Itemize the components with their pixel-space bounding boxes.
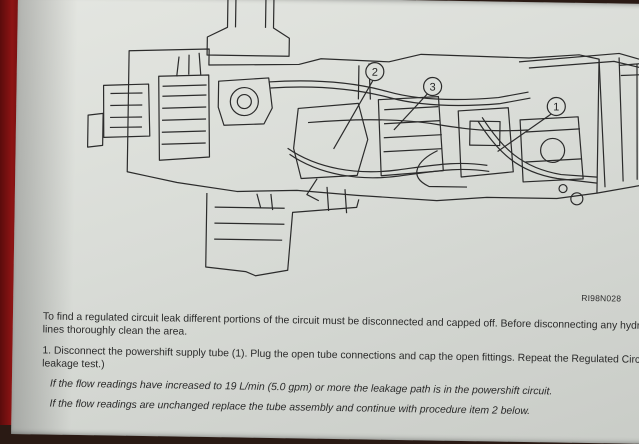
callout-label-2: 2 bbox=[372, 67, 378, 79]
note-2: If the flow readings are unchanged repla… bbox=[49, 398, 531, 418]
intro-paragraph: To find a regulated circuit leak differe… bbox=[42, 311, 639, 338]
note-1: If the flow readings have increased to 1… bbox=[49, 378, 553, 398]
manual-page: 2 3 1 RI98N028 To find a regulated circu… bbox=[11, 0, 639, 444]
step-1: 1. Disconnect the powershift supply tube… bbox=[42, 345, 639, 371]
body-text: To find a regulated circuit leak differe… bbox=[41, 310, 639, 420]
transmission-diagram: 2 3 1 bbox=[87, 0, 639, 277]
callout-3 bbox=[422, 76, 443, 97]
figure-code: RI98N028 bbox=[581, 292, 622, 304]
callout-2 bbox=[365, 62, 385, 82]
callout-label-1: 1 bbox=[553, 101, 559, 113]
callout-1 bbox=[546, 96, 566, 117]
callout-label-3: 3 bbox=[429, 81, 435, 93]
